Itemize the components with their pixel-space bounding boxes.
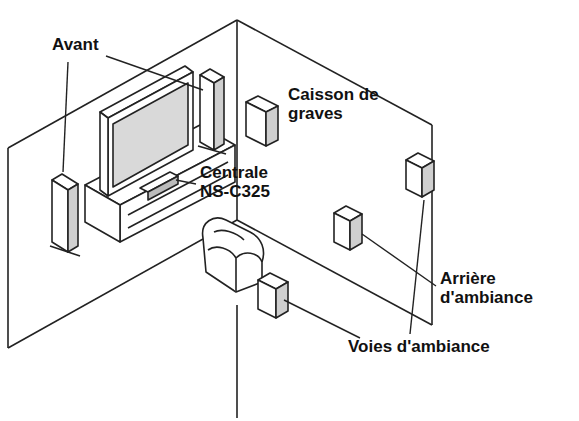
center-speaker: [140, 172, 178, 200]
speaker-label: Avant: [52, 36, 99, 55]
subwoofer: [246, 96, 278, 146]
front-left-speaker: [50, 174, 80, 256]
front-right-speaker: [198, 69, 226, 154]
surround-back-speaker: [334, 206, 362, 250]
tv-screen: [100, 66, 193, 196]
room-walls: [8, 20, 432, 418]
armchair: [203, 218, 264, 292]
surround-right-speaker: [406, 153, 434, 197]
speaker-label: Centrale NS-C325: [200, 164, 300, 201]
surround-left-speaker: [258, 273, 288, 318]
speaker-label: Voies d'ambiance: [348, 338, 490, 357]
leader-lines: [63, 56, 436, 338]
speaker-label: Arrière d'ambiance: [440, 270, 570, 307]
speaker-label: Caisson de graves: [288, 86, 406, 123]
